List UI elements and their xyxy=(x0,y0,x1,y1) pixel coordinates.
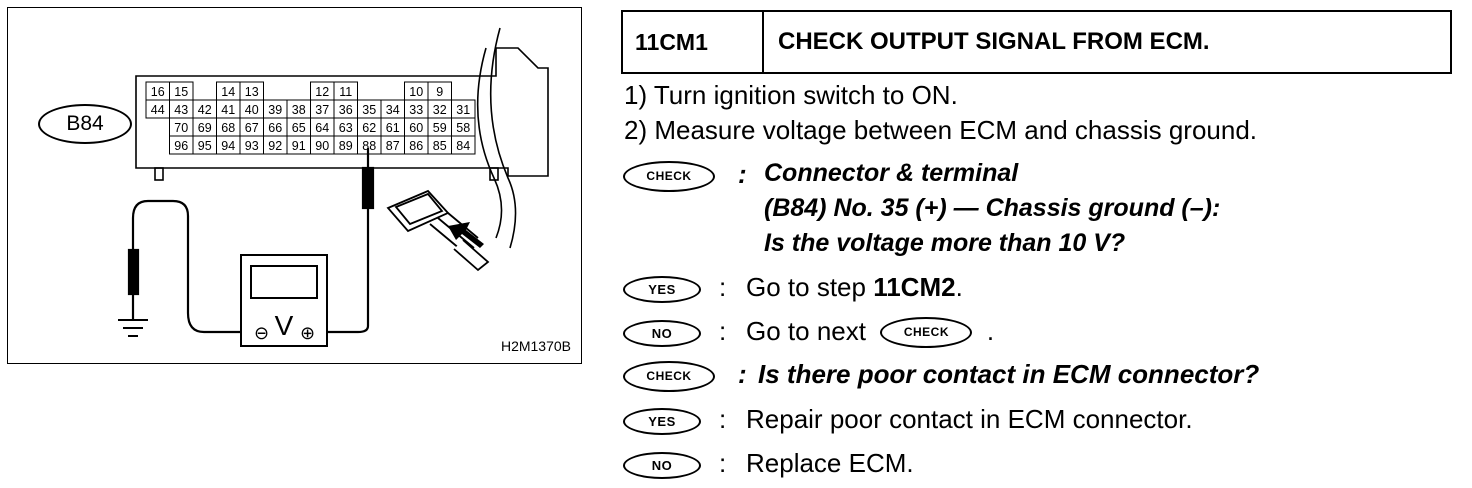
terminal-number: 13 xyxy=(245,85,259,99)
terminal-number: 36 xyxy=(339,103,353,117)
terminal-number: 61 xyxy=(386,121,400,135)
yes-badge-icon: YES xyxy=(623,408,701,435)
arrow-icon xyxy=(448,222,484,248)
terminal-number: 34 xyxy=(386,103,400,117)
check1-line2: (B84) No. 35 (+) — Chassis ground (–): xyxy=(764,194,1221,222)
colon: : xyxy=(738,159,747,189)
terminal-number: 93 xyxy=(245,139,259,153)
terminal-number: 95 xyxy=(198,139,212,153)
yes1-result: Go to step 11CM2. xyxy=(746,272,963,303)
terminal-number: 62 xyxy=(362,121,376,135)
terminal-number: 37 xyxy=(315,103,329,117)
wiring-illustration: 16 15 14 13 12 11 10 9 44 43 42 41 40 39 38 37 36 35 34 33 3… xyxy=(118,27,549,347)
terminal-number: 39 xyxy=(268,103,282,117)
check2-question: Is there poor contact in ECM connector? xyxy=(758,359,1260,389)
terminal-number: 11 xyxy=(339,85,352,99)
terminal-number: 89 xyxy=(339,139,353,153)
connector-diagram: 16 15 14 13 12 11 10 9 44 43 42 41 40 39 38 37 36 35 34 33 3… xyxy=(7,7,582,364)
instruction-2: 2) Measure voltage between ECM and chass… xyxy=(624,115,1258,145)
yes2-result: Repair poor contact in ECM connector. xyxy=(746,404,1193,434)
terminal-number: 35 xyxy=(362,103,376,117)
probe-wire-positive xyxy=(326,148,375,334)
yes-badge-icon: YES xyxy=(623,276,701,303)
terminal-numbers: 16 15 14 13 12 11 10 9 44 43 42 41 40 39 38 37 36 35 34 33 3… xyxy=(151,85,470,153)
minus-terminal-icon: ⊖ xyxy=(254,323,269,344)
colon: : xyxy=(719,316,727,346)
terminal-number: 60 xyxy=(409,121,423,135)
terminal-number: 40 xyxy=(245,103,259,117)
yes1-target-step[interactable]: 11CM2 xyxy=(873,272,956,302)
terminal-number: 70 xyxy=(174,121,188,135)
terminal-number: 85 xyxy=(433,139,447,153)
terminal-number: 87 xyxy=(386,139,400,153)
figure-id: H2M1370B xyxy=(500,338,571,354)
check1-line1: Connector & terminal xyxy=(764,159,1019,187)
plus-terminal-icon: ⊕ xyxy=(300,323,315,344)
harness-plug-icon xyxy=(386,189,490,272)
instruction-1: 1) Turn ignition switch to ON. xyxy=(624,80,958,110)
terminal-number: 88 xyxy=(362,139,376,153)
check-badge-icon: CHECK xyxy=(880,317,973,348)
ecm-connector xyxy=(135,27,549,249)
terminal-number: 94 xyxy=(221,139,235,153)
terminal-number: 14 xyxy=(221,85,235,99)
terminal-number: 68 xyxy=(221,121,235,135)
terminal-number: 33 xyxy=(409,103,423,117)
terminal-number: 10 xyxy=(409,85,423,99)
terminal-number: 15 xyxy=(174,85,188,99)
check1-line3: Is the voltage more than 10 V? xyxy=(764,229,1126,257)
terminal-number: 31 xyxy=(456,103,470,117)
no1-result: Go to next CHECK . xyxy=(746,316,994,348)
colon: : xyxy=(719,272,727,302)
terminal-number: 32 xyxy=(433,103,447,117)
connector-id-label: B84 xyxy=(38,104,132,144)
terminal-number: 58 xyxy=(456,121,470,135)
terminal-number: 44 xyxy=(151,103,165,117)
probe-wire-ground xyxy=(127,199,244,334)
terminal-number: 65 xyxy=(292,121,306,135)
terminal-number: 41 xyxy=(221,103,235,117)
colon: : xyxy=(738,359,747,389)
yes1-suffix: . xyxy=(955,272,963,302)
terminal-number: 64 xyxy=(315,121,329,135)
terminal-number: 69 xyxy=(198,121,212,135)
terminal-number: 38 xyxy=(292,103,306,117)
terminal-number: 96 xyxy=(174,139,188,153)
terminal-number: 63 xyxy=(339,121,353,135)
terminal-number: 66 xyxy=(268,121,282,135)
terminal-number: 90 xyxy=(315,139,329,153)
voltmeter-icon: V ⊖ ⊕ xyxy=(240,254,328,347)
no2-result: Replace ECM. xyxy=(746,448,914,478)
ground-icon xyxy=(118,319,148,337)
terminal-number: 86 xyxy=(409,139,423,153)
no-badge-icon: NO xyxy=(623,452,701,479)
step-header: 11CM1 CHECK OUTPUT SIGNAL FROM ECM. xyxy=(621,10,1452,74)
terminal-number: 42 xyxy=(198,103,212,117)
voltmeter-label: V xyxy=(275,310,294,341)
terminal-number: 43 xyxy=(174,103,188,117)
step-code: 11CM1 xyxy=(623,12,764,72)
terminal-number: 91 xyxy=(292,139,306,153)
check-badge-icon: CHECK xyxy=(623,161,715,192)
check-badge-icon: CHECK xyxy=(623,361,715,392)
colon: : xyxy=(719,404,727,434)
yes1-prefix: Go to step xyxy=(746,272,874,302)
terminal-number: 9 xyxy=(436,85,443,99)
no1-prefix: Go to next xyxy=(746,316,866,346)
no1-suffix: . xyxy=(986,316,995,346)
step-title: CHECK OUTPUT SIGNAL FROM ECM. xyxy=(778,28,1210,55)
terminal-number: 67 xyxy=(245,121,259,135)
colon: : xyxy=(719,448,727,478)
terminal-number: 59 xyxy=(433,121,447,135)
terminal-grid xyxy=(145,81,476,155)
terminal-number: 12 xyxy=(315,85,329,99)
terminal-number: 92 xyxy=(268,139,282,153)
terminal-number: 84 xyxy=(456,139,470,153)
no-badge-icon: NO xyxy=(623,320,701,347)
terminal-number: 16 xyxy=(151,85,165,99)
